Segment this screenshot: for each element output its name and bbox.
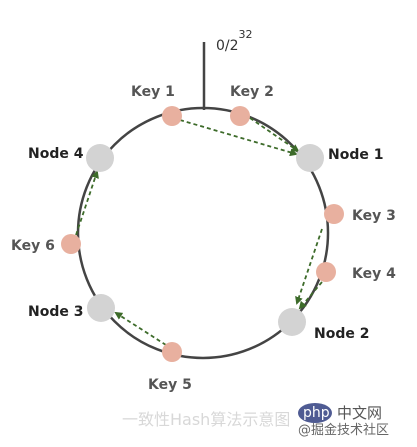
arrow-key5-to-node3	[114, 311, 167, 346]
watermark-sub-text: @掘金技术社区	[298, 422, 389, 438]
node-4	[86, 144, 114, 172]
node-3	[87, 294, 115, 322]
brand-badge-text: php	[303, 405, 330, 421]
key-4-label: Key 4	[352, 266, 396, 282]
node-2-label: Node 2	[314, 326, 369, 342]
key-2	[230, 106, 250, 126]
watermark: php 中文网 @掘金技术社区	[298, 403, 389, 438]
key-2-label: Key 2	[230, 84, 274, 100]
key-1-label: Key 1	[131, 84, 175, 100]
ring-origin-label: 0/232	[216, 28, 253, 54]
node-3-label: Node 3	[28, 304, 83, 320]
key-3	[324, 204, 344, 224]
arrow-key1-to-node1	[179, 119, 298, 157]
arrow-key4-to-node2	[298, 281, 323, 310]
node-1-label: Node 1	[328, 147, 383, 163]
key-6-label: Key 6	[11, 238, 55, 254]
key-1	[162, 106, 182, 126]
key-4	[316, 262, 336, 282]
arrow-key2-to-node1	[249, 117, 300, 153]
brand-badge-icon	[298, 403, 332, 423]
key-3-label: Key 3	[352, 208, 396, 224]
diagram-caption: 一致性Hash算法示意图	[122, 410, 290, 429]
hash-ring	[76, 106, 330, 360]
key-5	[162, 342, 182, 362]
node-1	[296, 144, 324, 172]
key-5-label: Key 5	[148, 377, 192, 393]
node-4-label: Node 4	[28, 146, 84, 162]
arrow-key6-to-node4	[75, 170, 99, 236]
brand-text: 中文网	[337, 404, 382, 422]
key-6	[61, 234, 81, 254]
arrow-key3-to-node2	[295, 228, 323, 305]
node-2	[278, 308, 306, 336]
